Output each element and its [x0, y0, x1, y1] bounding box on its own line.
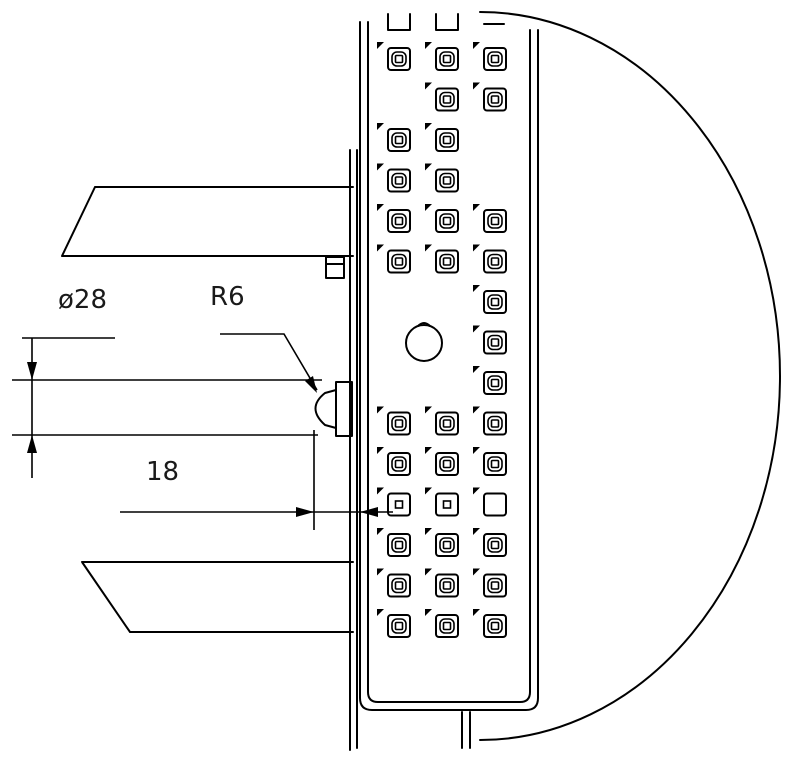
- terminal-15-1: [377, 609, 411, 638]
- bracket-plate: [349, 149, 358, 751]
- terminal-12-1: [377, 487, 411, 517]
- terminal-2-3: [473, 82, 507, 112]
- terminal-5-3: [473, 204, 507, 233]
- terminal-12-2: [425, 487, 459, 517]
- keying-hole: [405, 322, 443, 362]
- terminal-14-1: [377, 568, 411, 598]
- connector-housing-inner: [367, 21, 531, 703]
- terminal-14-2: [425, 568, 459, 598]
- terminal-9-3: [473, 366, 507, 395]
- terminal-5-1: [377, 204, 411, 233]
- terminal-11-2: [425, 447, 459, 476]
- dimension-radius: R6: [210, 282, 318, 393]
- dimension-diameter: ø28: [12, 285, 322, 478]
- terminal-6-2: [425, 244, 459, 274]
- terminal-1-3: [473, 42, 507, 71]
- bracket-clip: [325, 256, 345, 279]
- connector-housing: [359, 21, 539, 711]
- terminal-15-3: [473, 609, 507, 638]
- terminal-4-1: [377, 163, 411, 193]
- terminal-8-3: [473, 325, 507, 355]
- terminal-3-2: [425, 123, 459, 152]
- terminal-14-3: [473, 568, 507, 598]
- knob-body: [335, 381, 353, 437]
- radius-label: R6: [210, 282, 245, 312]
- terminal-1-1: [377, 42, 411, 71]
- terminal-15-2: [425, 609, 459, 638]
- detail-view-boundary: [479, 11, 781, 741]
- terminal-13-2: [425, 528, 459, 557]
- top-partial-terminals: [387, 13, 505, 31]
- terminal-7-3: [473, 285, 507, 314]
- terminal-10-3: [473, 406, 507, 436]
- lower-tube-profile: [81, 561, 354, 633]
- diameter-label: ø28: [58, 285, 107, 315]
- dimension-length: 18: [120, 430, 393, 530]
- lower-rail: [461, 711, 471, 749]
- terminal-2-2: [425, 82, 459, 112]
- terminal-11-1: [377, 447, 411, 476]
- terminal-6-1: [377, 244, 411, 274]
- terminal-10-1: [377, 406, 411, 436]
- terminal-3-1: [377, 123, 411, 152]
- terminal-12-3: [473, 487, 507, 517]
- terminal-4-2: [425, 163, 459, 193]
- terminal-6-3: [473, 244, 507, 274]
- upper-tube-profile: [61, 186, 354, 257]
- terminal-13-1: [377, 528, 411, 557]
- terminal-10-2: [425, 406, 459, 436]
- terminal-grid: [377, 42, 507, 638]
- knob-tip: [314, 389, 337, 429]
- terminal-13-3: [473, 528, 507, 557]
- terminal-11-3: [473, 447, 507, 476]
- terminal-1-2: [425, 42, 459, 71]
- length-label: 18: [146, 457, 179, 487]
- terminal-5-2: [425, 204, 459, 233]
